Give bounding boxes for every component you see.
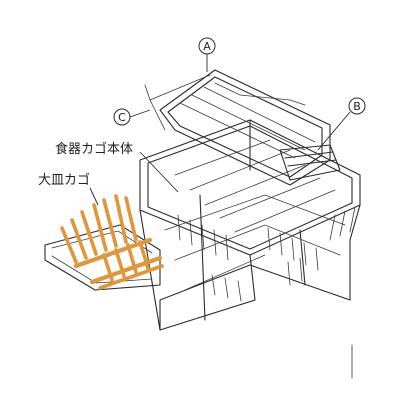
rack-posts: [139, 119, 361, 331]
plate-rack-leader: [89, 187, 99, 206]
marker-c-text: C: [118, 111, 126, 124]
rack-body-label: 食器カゴ本体: [55, 141, 133, 157]
marker-a-text: A: [203, 40, 211, 53]
plate-rack-prong: [92, 203, 108, 252]
cup-shelf-bars: [144, 74, 316, 159]
marker-a: A: [198, 37, 216, 72]
marker-b-text: B: [353, 100, 361, 113]
plate-rack-prong: [60, 226, 78, 264]
cup-shelf: [144, 69, 341, 186]
plate-rack-hook: [114, 248, 126, 278]
plate-rack-label: 大皿カゴ: [38, 172, 90, 188]
rack-tines: [177, 206, 356, 302]
plate-rack-prong: [102, 198, 118, 248]
rack-inner-walls: [164, 139, 346, 291]
plate-rack-prong: [70, 218, 88, 260]
plate-rack-hook: [138, 240, 150, 270]
plate-rack-prong: [80, 210, 98, 256]
marker-c-leader: [129, 109, 151, 118]
marker-c: C: [113, 108, 151, 126]
rack-bottom-rim: [159, 239, 351, 331]
rack-frame: [139, 119, 361, 331]
plate-rack-hook: [102, 253, 114, 282]
plate-rack-rail: [73, 237, 153, 269]
plate-rack-rail: [98, 264, 164, 290]
plate-rack-prong: [124, 196, 138, 242]
plate-rack-prong: [114, 194, 128, 244]
cup-shelf-flap: [279, 144, 341, 181]
rack-body-leader: [139, 151, 179, 193]
plate-rack-rail: [89, 255, 163, 285]
plate-rack-hook: [126, 243, 138, 274]
plate-rack-frame: [44, 224, 161, 291]
marker-b-leader: [317, 111, 351, 151]
cup-shelf-inner: [167, 76, 323, 178]
cup-shelf-frame: [159, 69, 331, 186]
marker-b: B: [317, 97, 366, 151]
plate-rack: [44, 194, 164, 291]
